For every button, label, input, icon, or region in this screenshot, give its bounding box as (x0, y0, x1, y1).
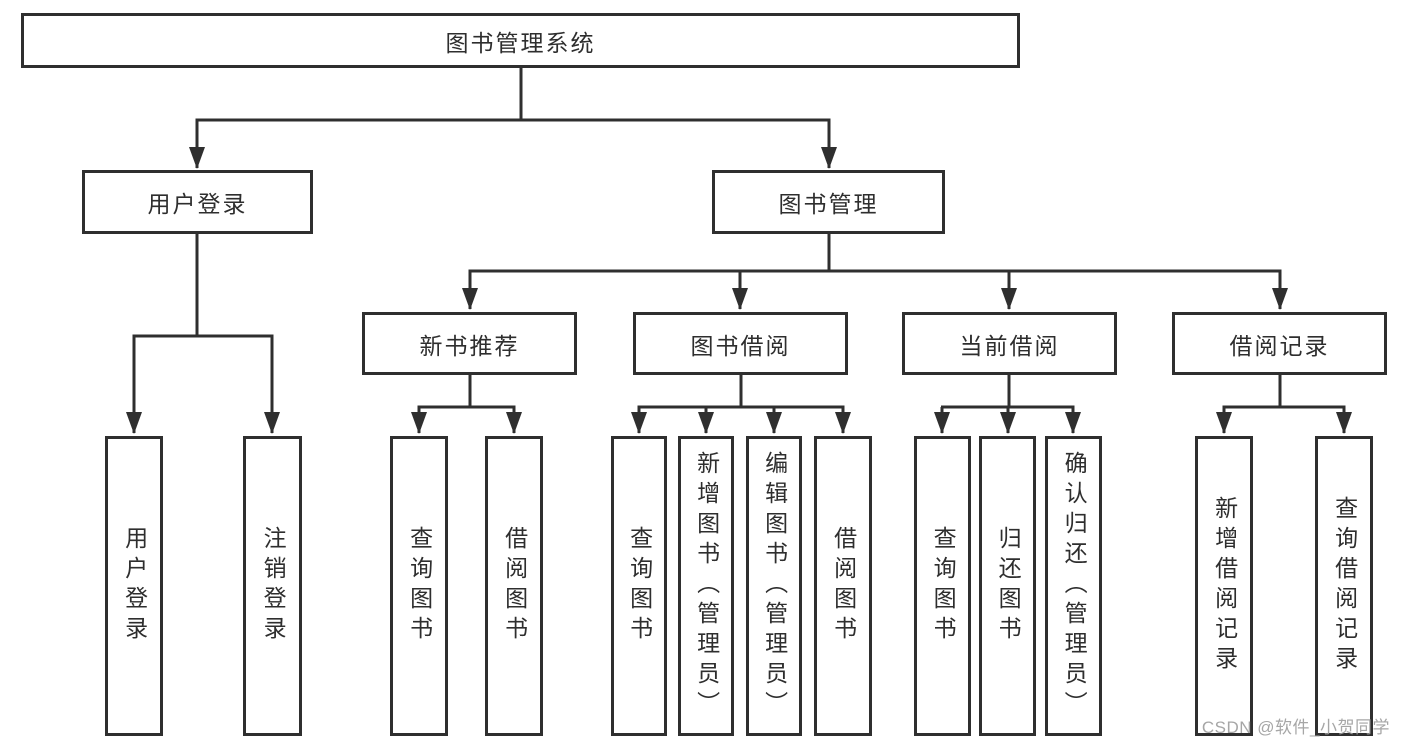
connector-current-borrowing-branch (934, 373, 1081, 434)
node-leaf-query-books-nb: 查询图书 (390, 436, 448, 736)
leaf-label: 确认归还（管理员） (1061, 451, 1088, 721)
node-borrowing-records: 借阅记录 (1172, 312, 1387, 375)
leaf-label: 新增借阅记录 (1211, 496, 1238, 676)
node-leaf-return-books: 归还图书 (979, 436, 1036, 736)
node-new-book-recommendation: 新书推荐 (362, 312, 577, 375)
connector-root-branch (189, 68, 837, 169)
connector-new-books-branch (411, 373, 522, 434)
node-leaf-confirm-return-admin: 确认归还（管理员） (1045, 436, 1102, 736)
node-book-borrowing: 图书借阅 (633, 312, 848, 375)
leaf-label: 编辑图书（管理员） (761, 451, 788, 721)
node-leaf-borrow-books-nb: 借阅图书 (485, 436, 543, 736)
node-leaf-borrow-books-bb: 借阅图书 (814, 436, 872, 736)
node-user-login: 用户登录 (82, 170, 313, 234)
node-leaf-logout: 注销登录 (243, 436, 302, 736)
node-library-system-root: 图书管理系统 (21, 13, 1020, 68)
leaf-label: 注销登录 (260, 526, 287, 646)
node-leaf-query-books-cb: 查询图书 (914, 436, 971, 736)
leaf-label: 查询图书 (406, 526, 433, 646)
node-leaf-add-borrow-record: 新增借阅记录 (1195, 436, 1253, 736)
leaf-label: 借阅图书 (501, 526, 528, 646)
node-leaf-query-borrow-record: 查询借阅记录 (1315, 436, 1373, 736)
leaf-label: 新增图书（管理员） (693, 451, 720, 721)
leaf-label: 查询图书 (626, 526, 653, 646)
connector-book-mgmt-branch (462, 232, 1288, 310)
leaf-label: 借阅图书 (830, 526, 857, 646)
connector-user-login-branch (126, 232, 280, 434)
leaf-label: 查询图书 (930, 526, 957, 646)
node-book-management: 图书管理 (712, 170, 945, 234)
node-current-borrowing: 当前借阅 (902, 312, 1117, 375)
node-leaf-edit-books-admin: 编辑图书（管理员） (746, 436, 802, 736)
node-leaf-user-login: 用户登录 (105, 436, 163, 736)
node-leaf-add-books-admin: 新增图书（管理员） (678, 436, 734, 736)
node-leaf-query-books-bb: 查询图书 (611, 436, 667, 736)
connector-borrowing-records-branch (1216, 373, 1352, 434)
leaf-label: 用户登录 (121, 526, 148, 646)
leaf-label: 查询借阅记录 (1331, 496, 1358, 676)
connector-book-borrowing-branch (631, 373, 851, 434)
leaf-label: 归还图书 (995, 526, 1022, 646)
csdn-watermark: CSDN @软件_小贺同学 (1201, 718, 1390, 737)
